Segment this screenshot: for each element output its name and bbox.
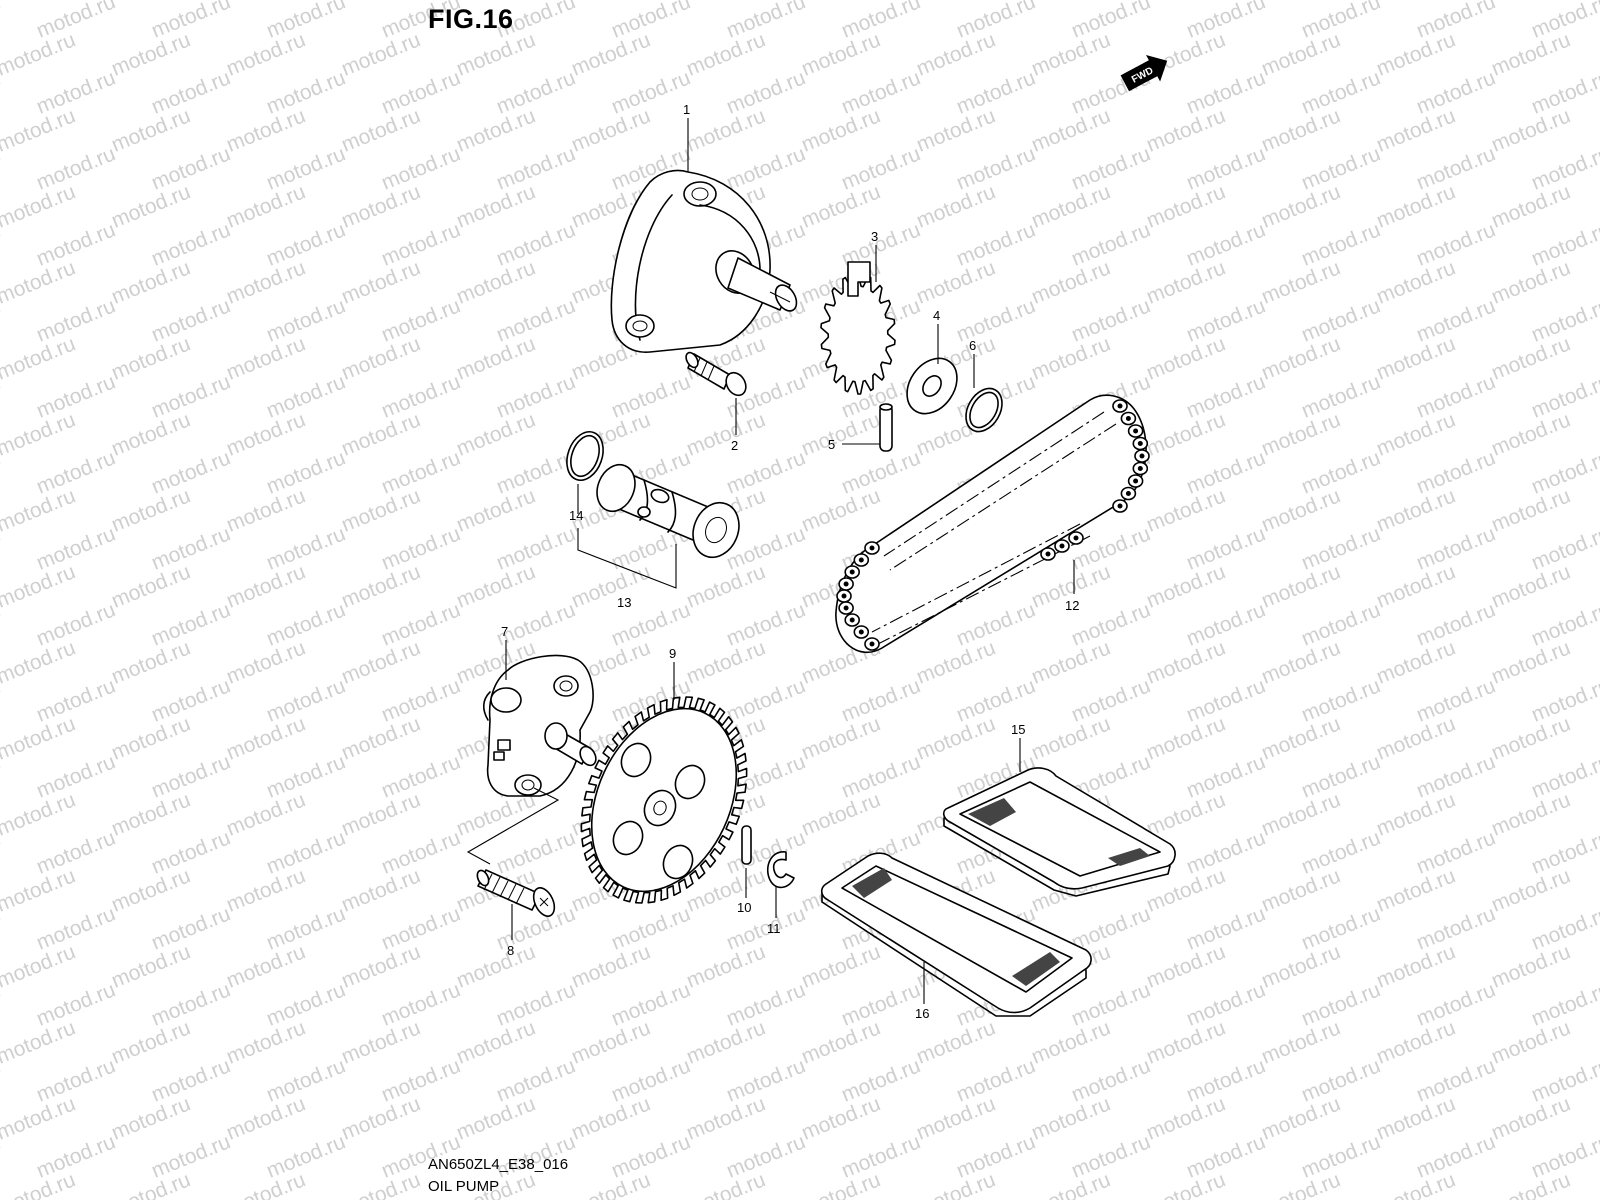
part-5-pin xyxy=(879,403,893,452)
chain-pin xyxy=(1133,478,1139,484)
chain-pin xyxy=(1137,466,1143,471)
callout-3: 3 xyxy=(871,229,878,244)
part-3-sprocket xyxy=(820,261,896,395)
callout-6: 6 xyxy=(969,338,976,353)
chain-pin xyxy=(1059,543,1065,549)
callout-2: 2 xyxy=(731,438,738,453)
chain-pin xyxy=(1117,403,1123,409)
chain-pin xyxy=(843,605,849,611)
chain-pin xyxy=(843,581,849,587)
callout-12: 12 xyxy=(1065,598,1079,613)
callout-13: 13 xyxy=(617,595,631,610)
part-6-circlip xyxy=(965,382,1003,433)
chain-pin xyxy=(849,569,855,575)
callout-16: 16 xyxy=(915,1006,929,1021)
part-15-oil-strainer xyxy=(942,767,1176,897)
part-12-drive-chain xyxy=(835,394,1150,654)
part-1-pump-body xyxy=(610,169,798,353)
chain-pin xyxy=(1137,441,1143,446)
part-2-bolt xyxy=(685,351,747,397)
callout-7: 7 xyxy=(501,624,508,639)
part-9-driven-gear xyxy=(580,696,748,904)
chain-pin xyxy=(849,617,855,623)
part-11-e-clip xyxy=(766,851,795,889)
chain-pin xyxy=(1125,491,1131,496)
chain-pin xyxy=(1045,551,1051,557)
callout-1: 1 xyxy=(683,102,690,117)
part-4-washer xyxy=(906,357,958,415)
figure-title: FIG.16 xyxy=(428,4,514,34)
callout-labels: 1 2 3 4 5 6 7 8 9 10 11 12 13 14 15 16 xyxy=(501,102,1079,1021)
part-10-pin xyxy=(741,825,752,865)
chain-pin xyxy=(858,629,864,635)
chain-pin xyxy=(858,557,864,563)
chain-pin xyxy=(1139,453,1145,459)
callout-11: 11 xyxy=(767,921,781,936)
callout-9: 9 xyxy=(669,646,676,661)
callout-14: 14 xyxy=(569,508,583,523)
callout-5: 5 xyxy=(828,437,835,452)
leader-lines xyxy=(466,118,1075,1004)
chain-pin xyxy=(841,593,847,599)
chain-pin xyxy=(1125,416,1131,421)
callout-10: 10 xyxy=(737,900,751,915)
figure-code: AN650ZL4_E38_016 xyxy=(428,1156,569,1173)
callout-4: 4 xyxy=(933,308,940,323)
part-7-pump-cover xyxy=(482,654,597,797)
part-14-o-ring xyxy=(566,430,604,482)
chain-pin xyxy=(869,545,875,551)
part-8-screw xyxy=(476,869,556,917)
chain-pin xyxy=(1073,535,1079,541)
part-16-oil-strainer xyxy=(820,852,1092,1017)
chain-pin xyxy=(1117,503,1123,509)
callout-8: 8 xyxy=(507,943,514,958)
part-13-relief-valve xyxy=(596,463,740,559)
chain-pin xyxy=(869,641,875,647)
callout-15: 15 xyxy=(1011,722,1025,737)
fwd-arrow-icon: FWD xyxy=(1120,55,1168,92)
figure-name: OIL PUMP xyxy=(428,1178,500,1195)
chain-pin xyxy=(1133,428,1139,434)
